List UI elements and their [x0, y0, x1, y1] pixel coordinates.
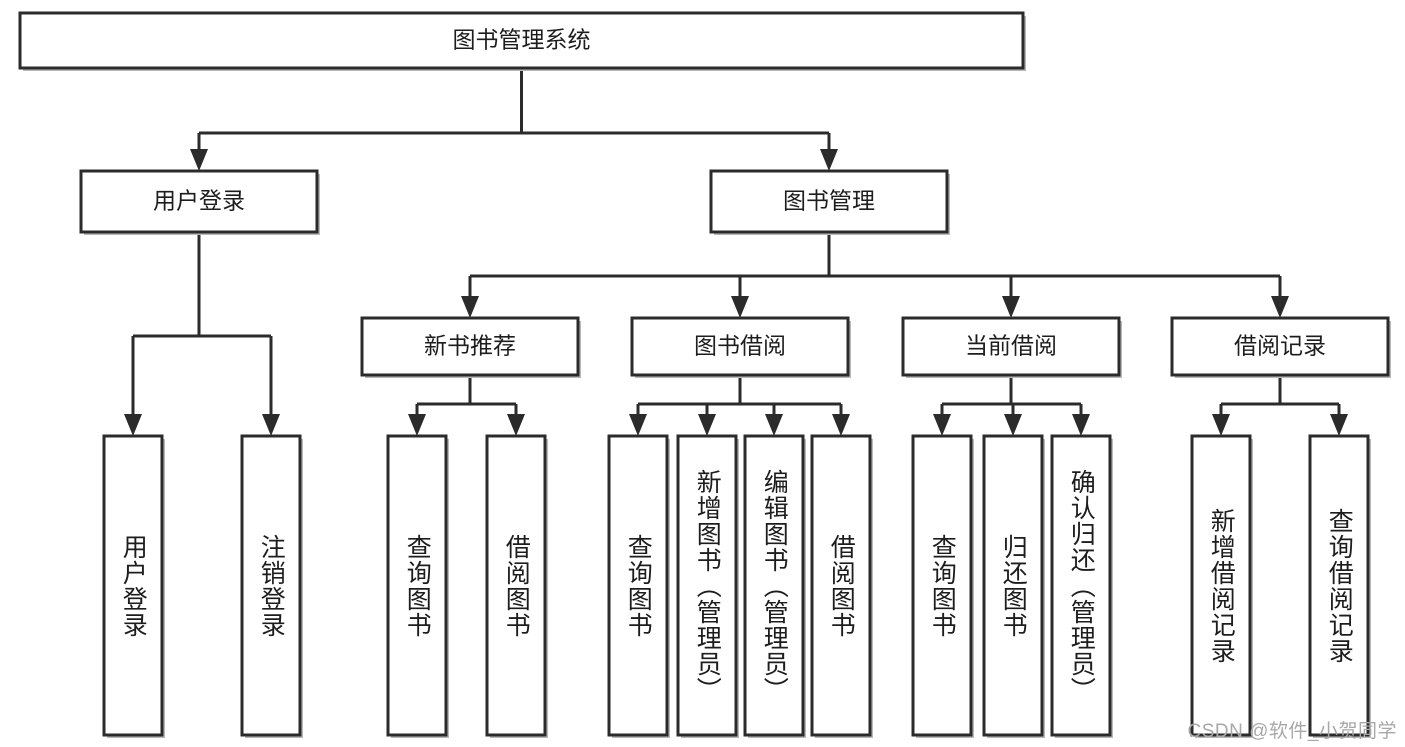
edge-arrowhead: [408, 414, 426, 436]
node-box-nbr-query-book[interactable]: [386, 434, 448, 737]
node-box-current-borrow[interactable]: [901, 316, 1121, 377]
node-box-cb-confirm-return[interactable]: [1050, 434, 1112, 737]
edge-arrowhead: [1002, 296, 1020, 318]
watermark-text: CSDN @软件_小贺同学: [1187, 721, 1397, 742]
edge-arrowhead: [629, 414, 647, 436]
node-label-book-management: 图书管理: [783, 188, 875, 214]
edge-arrowhead: [698, 414, 716, 436]
node-box-bb-borrow-book[interactable]: [810, 434, 872, 737]
edge-arrowhead: [1004, 414, 1022, 436]
node-label-borrow-record: 借阅记录: [1234, 333, 1326, 359]
node-box-book-borrow[interactable]: [630, 316, 850, 377]
edge-arrowhead: [1212, 414, 1230, 436]
node-box-user-login-leaf[interactable]: [102, 434, 164, 737]
nodes-layer: [18, 11, 1391, 738]
edge-arrowhead: [1271, 296, 1289, 318]
edge-arrowhead: [461, 296, 479, 318]
node-box-book-management[interactable]: [709, 169, 949, 234]
node-label-new-book-recommend: 新书推荐: [424, 333, 516, 359]
node-box-root[interactable]: [18, 11, 1025, 70]
node-box-br-query-record[interactable]: [1308, 434, 1370, 737]
edge-arrowhead: [933, 414, 951, 436]
edge-arrowhead: [1330, 414, 1348, 436]
edge-arrowhead: [262, 414, 280, 436]
node-box-user-logout-leaf[interactable]: [240, 434, 302, 737]
edge-arrowhead: [832, 414, 850, 436]
node-box-bb-query-book[interactable]: [607, 434, 669, 737]
edge-arrowhead: [765, 414, 783, 436]
edge-arrowhead: [507, 414, 525, 436]
node-box-bb-edit-book[interactable]: [743, 434, 805, 737]
edge-arrowhead: [124, 414, 142, 436]
node-box-new-book-recommend[interactable]: [360, 316, 580, 377]
node-box-bb-add-book[interactable]: [676, 434, 738, 737]
edge-arrowhead: [1072, 414, 1090, 436]
node-box-nbr-borrow-book[interactable]: [485, 434, 547, 737]
edges-layer: [124, 68, 1348, 436]
node-label-root: 图书管理系统: [453, 27, 591, 53]
edge-arrowhead: [820, 149, 838, 171]
node-box-br-add-record[interactable]: [1190, 434, 1252, 737]
node-label-book-borrow: 图书借阅: [694, 333, 786, 359]
node-label-user-login: 用户登录: [153, 188, 245, 214]
edge-arrowhead: [731, 296, 749, 318]
node-box-user-login[interactable]: [79, 169, 319, 234]
node-box-cb-query-book[interactable]: [911, 434, 973, 737]
node-label-current-borrow: 当前借阅: [965, 333, 1057, 359]
node-box-borrow-record[interactable]: [1170, 316, 1390, 377]
edge-arrowhead: [190, 149, 208, 171]
node-box-cb-return-book[interactable]: [982, 434, 1044, 737]
